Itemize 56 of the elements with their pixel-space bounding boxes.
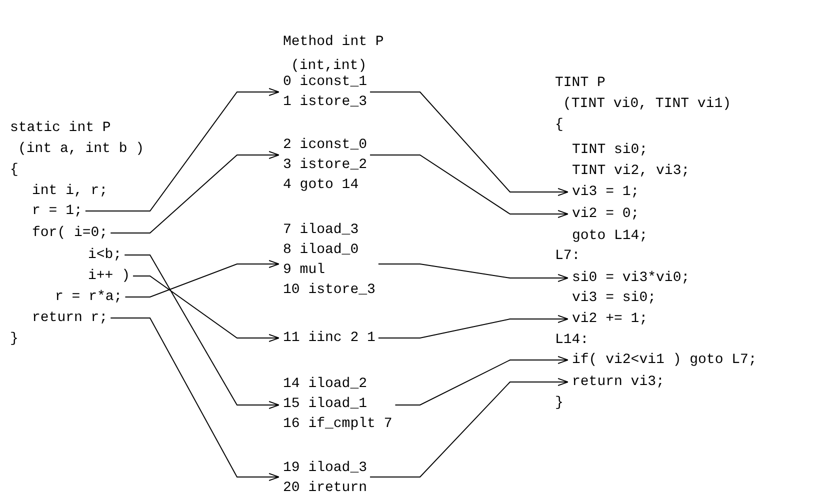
- bytecode-line: 7 iload_3: [283, 221, 360, 240]
- code-line: si0 = vi3*vi0;: [572, 268, 690, 288]
- bytecode-line: 10 istore_3: [283, 281, 376, 300]
- code-line: int i, r;: [32, 182, 108, 201]
- bytecode-line: 8 iload_0: [283, 241, 360, 260]
- arrow: [110, 151, 280, 234]
- code-line: }: [10, 330, 18, 349]
- arrow: [370, 378, 568, 478]
- bytecode-line: 1 istore_3: [283, 93, 368, 112]
- bytecode-line: 16 if_cmplt 7: [283, 415, 392, 434]
- code-line: (int,int): [291, 57, 367, 74]
- bytecode-line: 3 istore_2: [283, 156, 368, 175]
- code-line: if( vi2<vi1 ) goto L7;: [572, 350, 757, 370]
- code-line: vi2 = 0;: [572, 204, 640, 224]
- bytecode-line: 4 goto 14: [283, 176, 360, 195]
- code-line: vi3 = si0;: [572, 289, 656, 308]
- bytecode-line: 15 iload_1: [283, 395, 368, 414]
- code-line: (int a, int b ): [18, 140, 144, 159]
- code-line: TINT si0;: [572, 141, 648, 160]
- code-line: TINT P: [555, 74, 606, 93]
- bytecode-line: 0 iconst_1: [283, 73, 368, 92]
- arrow: [370, 92, 568, 196]
- arrow: [370, 154, 568, 218]
- code-line: r = 1;: [32, 201, 82, 221]
- code-line: vi3 = 1;: [572, 182, 640, 202]
- bytecode-line: 20 ireturn: [283, 479, 368, 498]
- code-line: {: [555, 116, 564, 135]
- code-line: L7:: [555, 247, 580, 266]
- arrow: [110, 318, 280, 481]
- code-line: i<b;: [88, 245, 122, 265]
- code-line: }: [555, 394, 564, 413]
- code-line: r = r*a;: [55, 287, 122, 307]
- code-line: static int P: [10, 119, 111, 138]
- bytecode-line: 19 iload_3: [283, 459, 368, 478]
- code-line: return vi3;: [572, 372, 664, 392]
- bytecode-line: 14 iload_2: [283, 375, 368, 394]
- code-line: return r;: [32, 308, 108, 328]
- arrow: [84, 88, 280, 212]
- code-line: vi2 += 1;: [572, 309, 648, 329]
- bytecode-line: 2 iconst_0: [283, 136, 368, 155]
- arrow: [394, 356, 568, 406]
- code-line: TINT vi2, vi3;: [572, 162, 690, 181]
- arrow: [124, 260, 280, 298]
- code-line: 11 iinc 2 1: [283, 328, 376, 348]
- code-line: goto L14;: [572, 227, 648, 246]
- arrow: [378, 264, 568, 282]
- arrow: [132, 276, 280, 342]
- arrow: [124, 254, 280, 409]
- code-line: Method int P: [283, 33, 384, 52]
- code-line: i++ ): [88, 266, 130, 286]
- code-line: (TINT vi0, TINT vi1): [563, 95, 732, 114]
- code-line: for( i=0;: [32, 223, 108, 243]
- bytecode-line: 9 mul: [283, 261, 326, 280]
- arrow: [378, 315, 568, 338]
- code-line: L14:: [555, 331, 589, 350]
- code-line: {: [10, 161, 18, 180]
